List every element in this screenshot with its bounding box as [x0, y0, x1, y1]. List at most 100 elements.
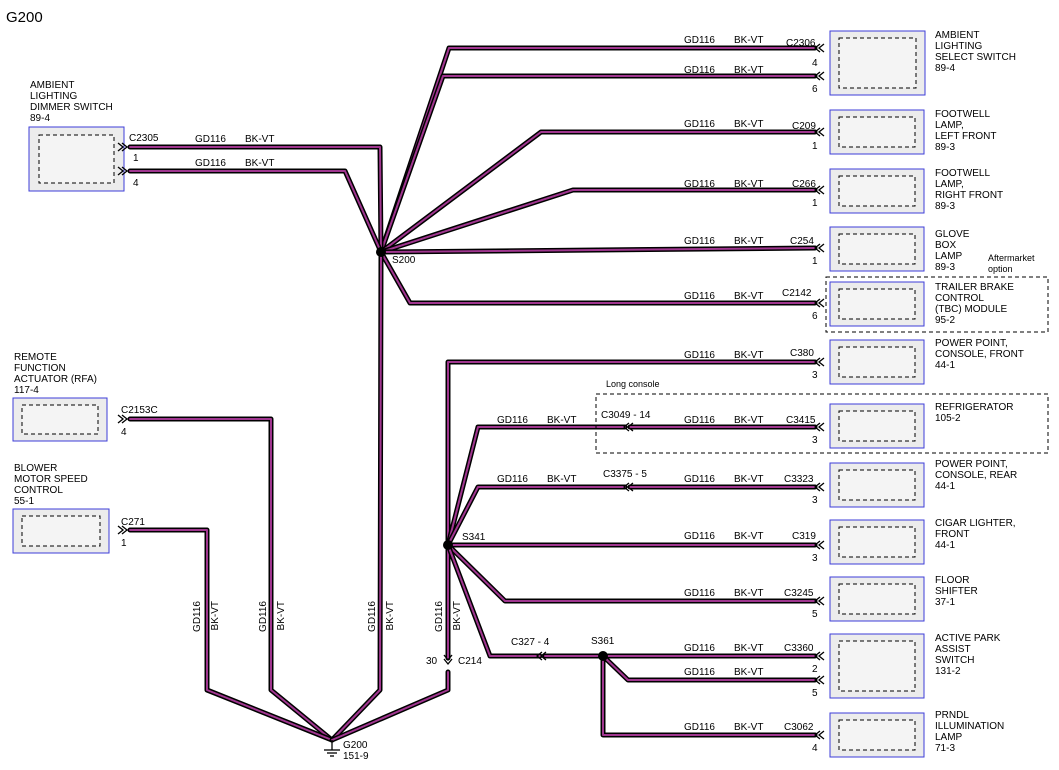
component-label-line: FOOTWELL [935, 109, 990, 120]
wire-color-label-7: BK-VT [734, 291, 763, 302]
connector-mark-2 [813, 127, 825, 137]
wire-w-c3245 [445, 542, 818, 604]
wire-w-c3062 [600, 653, 818, 738]
component-label-line: ASSIST [935, 644, 971, 655]
ambient-lighting-dimmer-switch[interactable]: AMBIENT LIGHTING DIMMER SWITCH 89-4 C230… [28, 80, 159, 192]
wire-w-c2153c [127, 416, 335, 743]
connector-mark-4 [813, 243, 825, 253]
wire-circuit-label-11: GD116 [497, 474, 528, 485]
wire-color-label-10: BK-VT [734, 415, 763, 426]
component-label-line: AMBIENT [935, 30, 979, 41]
connector-mark-11 [813, 651, 825, 661]
dimmer-pin-1: 1 [133, 153, 139, 164]
component-label-line: TRAILER BRAKE [935, 282, 1014, 293]
dimmer-label-1: AMBIENT [30, 80, 74, 91]
wire-w-c3375 [445, 484, 628, 548]
component-label-line: LAMP [935, 251, 963, 262]
component-pin-label: 1 [812, 198, 818, 209]
wire-color-label-17: BK-VT [734, 722, 763, 733]
connector-mark-1 [813, 71, 825, 81]
connector-mark-5 [813, 298, 825, 308]
component-label-line: FOOTWELL [935, 168, 990, 179]
wire-w-c380 [445, 359, 818, 548]
inline-connector-c3375: C3375 - 5 [603, 469, 647, 480]
component-inner [838, 583, 916, 615]
component-label-line: 89-3 [935, 142, 955, 153]
inline-c214-mark [443, 654, 453, 666]
wire-color-label-0: BK-VT [245, 134, 274, 145]
splice-s200-label: S200 [392, 255, 416, 266]
blower-motor-speed-control[interactable]: BLOWER MOTOR SPEED CONTROL 55-1 C271 1 [12, 463, 145, 554]
wire-circuit-label-4: GD116 [684, 119, 715, 130]
component-pin-label: 3 [812, 495, 818, 506]
component-label-line: ACTIVE PARK [935, 633, 1001, 644]
component-pin-label: 6 [812, 84, 818, 95]
remote-function-actuator[interactable]: REMOTE FUNCTION ACTUATOR (RFA) 117-4 C21… [12, 352, 158, 442]
component-connector-label: C2306 [786, 38, 816, 49]
wire-w-c2306-6 [378, 73, 818, 255]
component-connector-label: C319 [792, 531, 816, 542]
component-pin-label: 4 [812, 743, 818, 754]
wire-w-c254 [378, 245, 818, 255]
aftermarket-note-1: Aftermarket [988, 253, 1035, 263]
component-label-line: GLOVE [935, 229, 970, 240]
component-label-line: CONSOLE, REAR [935, 470, 1017, 481]
wire-w-c214-g200 [329, 669, 451, 743]
component-label-line: CONSOLE, FRONT [935, 349, 1024, 360]
wire-w-c271 [127, 527, 335, 743]
component-label-line: SELECT SWITCH [935, 52, 1016, 63]
component-label-line: LAMP, [935, 179, 964, 190]
inline-connector-c214-pin: 30 [426, 656, 438, 667]
component-label-line: 44-1 [935, 481, 955, 492]
rfa-pin: 4 [121, 427, 127, 438]
component-label-line: LEFT FRONT [935, 131, 996, 142]
wire-circuit-label-3: GD116 [684, 35, 715, 46]
ground-ref: 151-9 [343, 751, 369, 762]
wire-circuit-vlabel-2: GD116 [367, 601, 378, 632]
component-pin-label: 3 [812, 435, 818, 446]
splice-s341-label: S341 [462, 532, 486, 543]
component-label-line: RIGHT FRONT [935, 190, 1003, 201]
ground-name: G200 [343, 740, 368, 751]
component-label-line: REFRIGERATOR [935, 402, 1014, 413]
wire-w-c209 [378, 129, 818, 255]
blower-label-ref: 55-1 [14, 496, 34, 507]
component-inner [838, 288, 916, 320]
inline-c3375-mark [622, 482, 634, 492]
component-label-line: 89-4 [935, 63, 955, 74]
component-label-line: CIGAR LIGHTER, [935, 518, 1016, 529]
component-label-line: SHIFTER [935, 586, 978, 597]
component-pin-label: 3 [812, 553, 818, 564]
blower-label-2: MOTOR SPEED [14, 474, 88, 485]
wire-color-vlabel-0: BK-VT [210, 601, 221, 630]
wire-color-label-14: BK-VT [734, 588, 763, 599]
wire-color-label-11: BK-VT [547, 474, 576, 485]
component-label-line: 105-2 [935, 413, 961, 424]
connector-c2305-pin-4-mark [117, 166, 129, 176]
blower-inner [21, 515, 101, 547]
component-label-line: 89-3 [935, 201, 955, 212]
dimmer-connector: C2305 [129, 133, 159, 144]
component-inner [838, 346, 916, 378]
component-label-line: 44-1 [935, 360, 955, 371]
component-label-line: ILLUMINATION [935, 721, 1004, 732]
ground-g200: G200 151-9 [324, 740, 369, 762]
component-connector-label: C3245 [784, 588, 814, 599]
wire-circuit-label-8: GD116 [684, 350, 715, 361]
connector-mark-6 [813, 357, 825, 367]
wire-w-c266 [378, 187, 818, 255]
component-connector-label: C2142 [782, 288, 812, 299]
